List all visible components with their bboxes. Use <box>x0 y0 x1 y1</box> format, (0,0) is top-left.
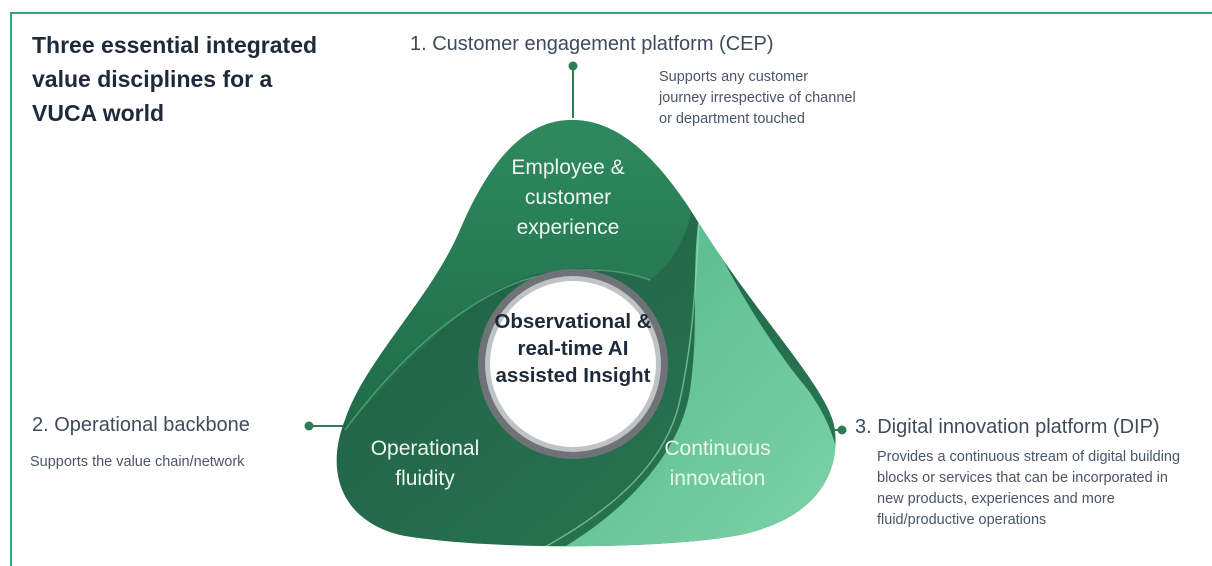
callout-description-backbone: Supports the value chain/network <box>30 454 245 470</box>
callout-description-cep: Supports any customer journey irrespecti… <box>659 69 856 127</box>
connector-dot-left <box>304 421 314 431</box>
segment-label-experience: Employee & customer experience <box>511 156 625 239</box>
fold-highlight-right <box>519 209 701 547</box>
segment-innovation <box>520 210 836 547</box>
fold-highlight-left <box>344 269 651 431</box>
page-title: Three essential integrated value discipl… <box>32 32 318 126</box>
center-disc <box>490 281 656 447</box>
callout-heading-cep: 1. Customer engagement platform (CEP) <box>410 33 774 55</box>
frame-border-left <box>10 12 12 566</box>
segment-label-operational: Operational fluidity <box>370 437 480 490</box>
segment-experience <box>336 120 700 430</box>
frame-border-top <box>10 12 1212 14</box>
callout-heading-dip: 3. Digital innovation platform (DIP) <box>855 416 1160 438</box>
callout-heading-backbone: 2. Operational backbone <box>32 414 250 436</box>
segment-label-innovation: Continuous innovation <box>664 437 771 490</box>
connector-dot-top <box>568 61 578 71</box>
center-label: Observational & real-time AI assisted In… <box>494 310 652 387</box>
connector-dot-right <box>837 425 847 435</box>
callout-description-dip: Provides a continuous stream of digital … <box>877 449 1181 528</box>
